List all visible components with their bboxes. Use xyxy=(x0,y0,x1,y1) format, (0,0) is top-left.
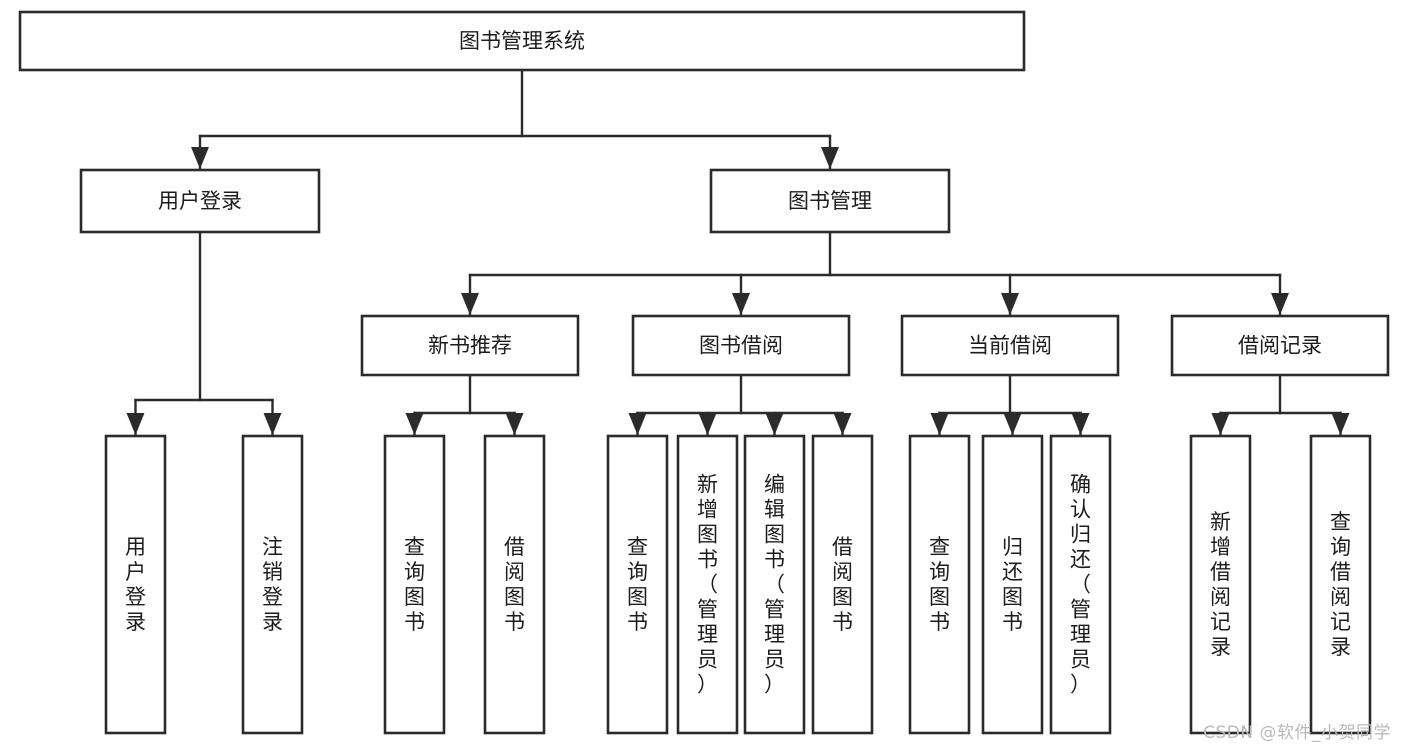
node-leaf-borrow-book-2-label: 借阅图书 xyxy=(832,535,853,634)
node-leaf-add-record-box[interactable] xyxy=(1189,434,1252,735)
node-leaf-add-record-label: 新增借阅记录 xyxy=(1210,510,1231,659)
node-leaf-edit-book[interactable]: 编辑图书（管理员） xyxy=(743,434,806,735)
node-borrow-record[interactable]: 借阅记录 xyxy=(1170,314,1390,377)
arrow-head-icon xyxy=(191,147,209,169)
node-leaf-query-book-1-box[interactable] xyxy=(383,434,446,735)
node-borrow-record-box[interactable] xyxy=(1170,314,1390,377)
node-leaf-query-record[interactable]: 查询借阅记录 xyxy=(1309,434,1372,735)
node-new-book-rec-box[interactable] xyxy=(360,314,580,377)
node-book-manage[interactable]: 图书管理 xyxy=(709,168,951,234)
node-current-borrow[interactable]: 当前借阅 xyxy=(900,314,1120,377)
node-leaf-query-book-3[interactable]: 查询图书 xyxy=(908,434,971,735)
node-root-box[interactable] xyxy=(18,10,1026,72)
node-user-login-label: 用户登录 xyxy=(158,189,242,213)
node-leaf-return-book-label: 归还图书 xyxy=(1002,535,1023,634)
node-leaf-borrow-book-1-box[interactable] xyxy=(483,434,546,735)
arrow-head-icon xyxy=(821,147,839,169)
arrow-head-icon xyxy=(1071,413,1090,435)
arrow-head-icon xyxy=(126,413,145,435)
arrow-head-icon xyxy=(1003,413,1022,435)
node-borrow-record-label: 借阅记录 xyxy=(1238,334,1322,358)
node-new-book-rec-label: 新书推荐 xyxy=(428,334,512,358)
node-leaf-borrow-book-2[interactable]: 借阅图书 xyxy=(811,434,874,735)
node-leaf-query-book-3-box[interactable] xyxy=(908,434,971,735)
node-new-book-rec[interactable]: 新书推荐 xyxy=(360,314,580,377)
node-user-login-box[interactable] xyxy=(79,168,321,234)
arrow-head-icon xyxy=(930,413,949,435)
node-leaf-query-book-2[interactable]: 查询图书 xyxy=(606,434,669,735)
node-leaf-query-book-1[interactable]: 查询图书 xyxy=(383,434,446,735)
node-leaf-user-login[interactable]: 用户登录 xyxy=(104,434,167,735)
node-leaf-logout[interactable]: 注销登录 xyxy=(241,434,304,735)
node-leaf-user-login-box[interactable] xyxy=(104,434,167,735)
node-leaf-borrow-book-1[interactable]: 借阅图书 xyxy=(483,434,546,735)
node-leaf-confirm-return-box[interactable] xyxy=(1049,434,1112,735)
node-leaf-return-book-box[interactable] xyxy=(981,434,1044,735)
node-current-borrow-box[interactable] xyxy=(900,314,1120,377)
node-leaf-query-record-label: 查询借阅记录 xyxy=(1330,510,1351,659)
arrow-head-icon xyxy=(405,413,424,435)
arrow-head-icon xyxy=(1001,293,1019,315)
arrow-head-icon xyxy=(833,413,852,435)
node-leaf-return-book[interactable]: 归还图书 xyxy=(981,434,1044,735)
arrow-head-icon xyxy=(263,413,282,435)
arrow-head-icon xyxy=(1331,413,1350,435)
node-book-manage-box[interactable] xyxy=(709,168,951,234)
node-leaf-add-record[interactable]: 新增借阅记录 xyxy=(1189,434,1252,735)
node-user-login[interactable]: 用户登录 xyxy=(79,168,321,234)
node-current-borrow-label: 当前借阅 xyxy=(968,334,1052,358)
arrow-head-icon xyxy=(628,413,647,435)
node-leaf-borrow-book-2-box[interactable] xyxy=(811,434,874,735)
connector-layer xyxy=(126,68,1350,437)
node-leaf-logout-label: 注销登录 xyxy=(262,535,283,634)
arrow-head-icon xyxy=(698,413,717,435)
arrow-head-icon xyxy=(461,293,479,315)
node-book-borrow[interactable]: 图书借阅 xyxy=(631,314,851,377)
node-leaf-add-book-label: 新增图书（管理员） xyxy=(697,473,718,697)
arrow-head-icon xyxy=(1271,293,1289,315)
node-leaf-query-record-box[interactable] xyxy=(1309,434,1372,735)
arrow-head-icon xyxy=(765,413,784,435)
node-leaf-query-book-3-label: 查询图书 xyxy=(929,535,950,634)
node-leaf-query-book-2-box[interactable] xyxy=(606,434,669,735)
node-leaf-query-book-2-label: 查询图书 xyxy=(627,535,648,634)
node-root-label: 图书管理系统 xyxy=(459,29,585,53)
node-leaf-add-book[interactable]: 新增图书（管理员） xyxy=(676,434,739,735)
node-book-borrow-box[interactable] xyxy=(631,314,851,377)
node-book-borrow-label: 图书借阅 xyxy=(699,334,783,358)
node-book-manage-label: 图书管理 xyxy=(788,189,872,213)
node-leaf-user-login-label: 用户登录 xyxy=(125,535,146,634)
node-leaf-edit-book-label: 编辑图书（管理员） xyxy=(764,473,785,697)
node-leaf-add-book-box[interactable] xyxy=(676,434,739,735)
node-leaf-logout-box[interactable] xyxy=(241,434,304,735)
node-leaf-confirm-return-label: 确认归还（管理员） xyxy=(1070,473,1091,697)
arrow-head-icon xyxy=(505,413,524,435)
node-leaf-borrow-book-1-label: 借阅图书 xyxy=(504,535,525,634)
node-layer: 图书管理系统用户登录图书管理新书推荐图书借阅当前借阅借阅记录用户登录注销登录查询… xyxy=(18,10,1390,735)
arrow-head-icon xyxy=(1211,413,1230,435)
node-root[interactable]: 图书管理系统 xyxy=(18,10,1026,72)
node-leaf-query-book-1-label: 查询图书 xyxy=(404,535,425,634)
arrow-head-icon xyxy=(732,293,750,315)
node-leaf-edit-book-box[interactable] xyxy=(743,434,806,735)
node-leaf-confirm-return[interactable]: 确认归还（管理员） xyxy=(1049,434,1112,735)
